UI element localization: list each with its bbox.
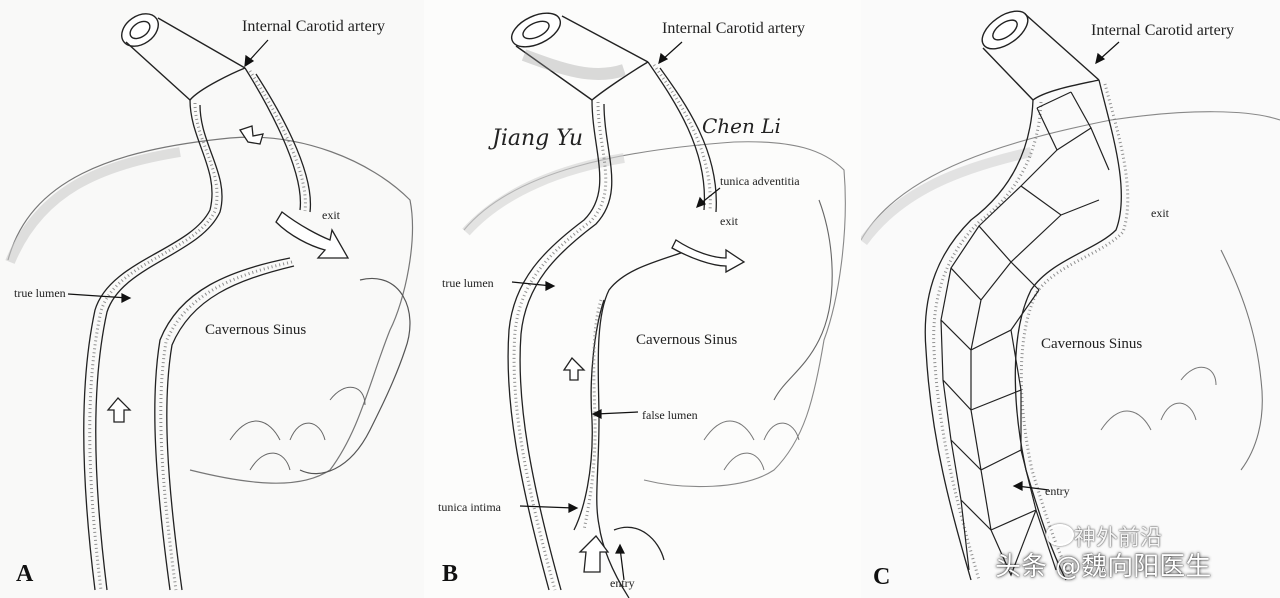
signature-right: Chen Li (702, 114, 781, 138)
label-exit: exit (322, 208, 340, 222)
stent-mesh (940, 91, 1110, 577)
label-cavernous-sinus: Cavernous Sinus (205, 322, 307, 338)
panel-b: Internal Carotid artery Jiang Yu Chen Li… (424, 0, 861, 598)
label-entry: entry (610, 576, 635, 590)
panel-letter: B (442, 561, 459, 587)
wechat-icon (1046, 524, 1074, 546)
artery-top (121, 13, 246, 101)
label-tunica-adventitia: tunica adventitia (720, 174, 800, 188)
wall-stipple (932, 83, 1130, 581)
signature-left: Jiang Yu (492, 126, 583, 151)
artery-top (511, 12, 649, 101)
flow-arrows (562, 239, 746, 573)
sinus-lobe (773, 199, 833, 401)
artery-walls (83, 67, 312, 591)
flow-arrows (106, 125, 350, 423)
label-true-lumen: true lumen (14, 286, 66, 300)
sinus-septa (703, 420, 800, 471)
wall-stipple (88, 70, 307, 591)
panel-letter: A (16, 561, 34, 587)
artery-top (981, 10, 1100, 101)
label-cavernous-sinus: Cavernous Sinus (636, 332, 738, 348)
watermark-line-1: 神外前沿 (1074, 526, 1163, 551)
panel-c-drawing (861, 10, 1280, 581)
label-pointers (511, 41, 721, 581)
label-internal-carotid-artery: Internal Carotid artery (662, 20, 806, 37)
label-false-lumen: false lumen (642, 408, 698, 422)
panel-a: Internal Carotid artery exit true lumen … (0, 0, 424, 598)
label-internal-carotid-artery: Internal Carotid artery (1091, 22, 1235, 39)
panel-a-drawing (5, 13, 413, 591)
panel-letter: C (873, 564, 891, 590)
label-pointers (67, 39, 269, 303)
sinus-lobe (299, 277, 411, 475)
label-pointers (1012, 41, 1120, 491)
artery-walls (507, 61, 717, 598)
wall-stipple (512, 64, 712, 591)
label-exit: exit (720, 214, 738, 228)
watermark-line-2: 头条 @魏向阳医生 (995, 552, 1212, 582)
sinus-shading (861, 147, 1033, 245)
label-cavernous-sinus: Cavernous Sinus (1041, 336, 1143, 352)
label-internal-carotid-artery: Internal Carotid artery (242, 18, 386, 35)
label-entry: entry (1045, 484, 1070, 498)
top-shading (521, 49, 626, 81)
sinus-outline (861, 111, 1280, 241)
panel-b-drawing (462, 12, 846, 598)
sinus-lobe (1220, 249, 1263, 471)
sinus-septa (229, 386, 366, 471)
panel-c: Internal Carotid artery exit Cavernous S… (861, 0, 1280, 598)
label-tunica-intima: tunica intima (438, 500, 501, 514)
sinus-septa (1100, 366, 1217, 431)
sinus-outline (463, 141, 846, 488)
label-true-lumen: true lumen (442, 276, 494, 290)
label-exit: exit (1151, 206, 1169, 220)
artery-walls (924, 79, 1122, 581)
sinus-shading (5, 147, 181, 264)
sinus-shading (462, 153, 625, 236)
